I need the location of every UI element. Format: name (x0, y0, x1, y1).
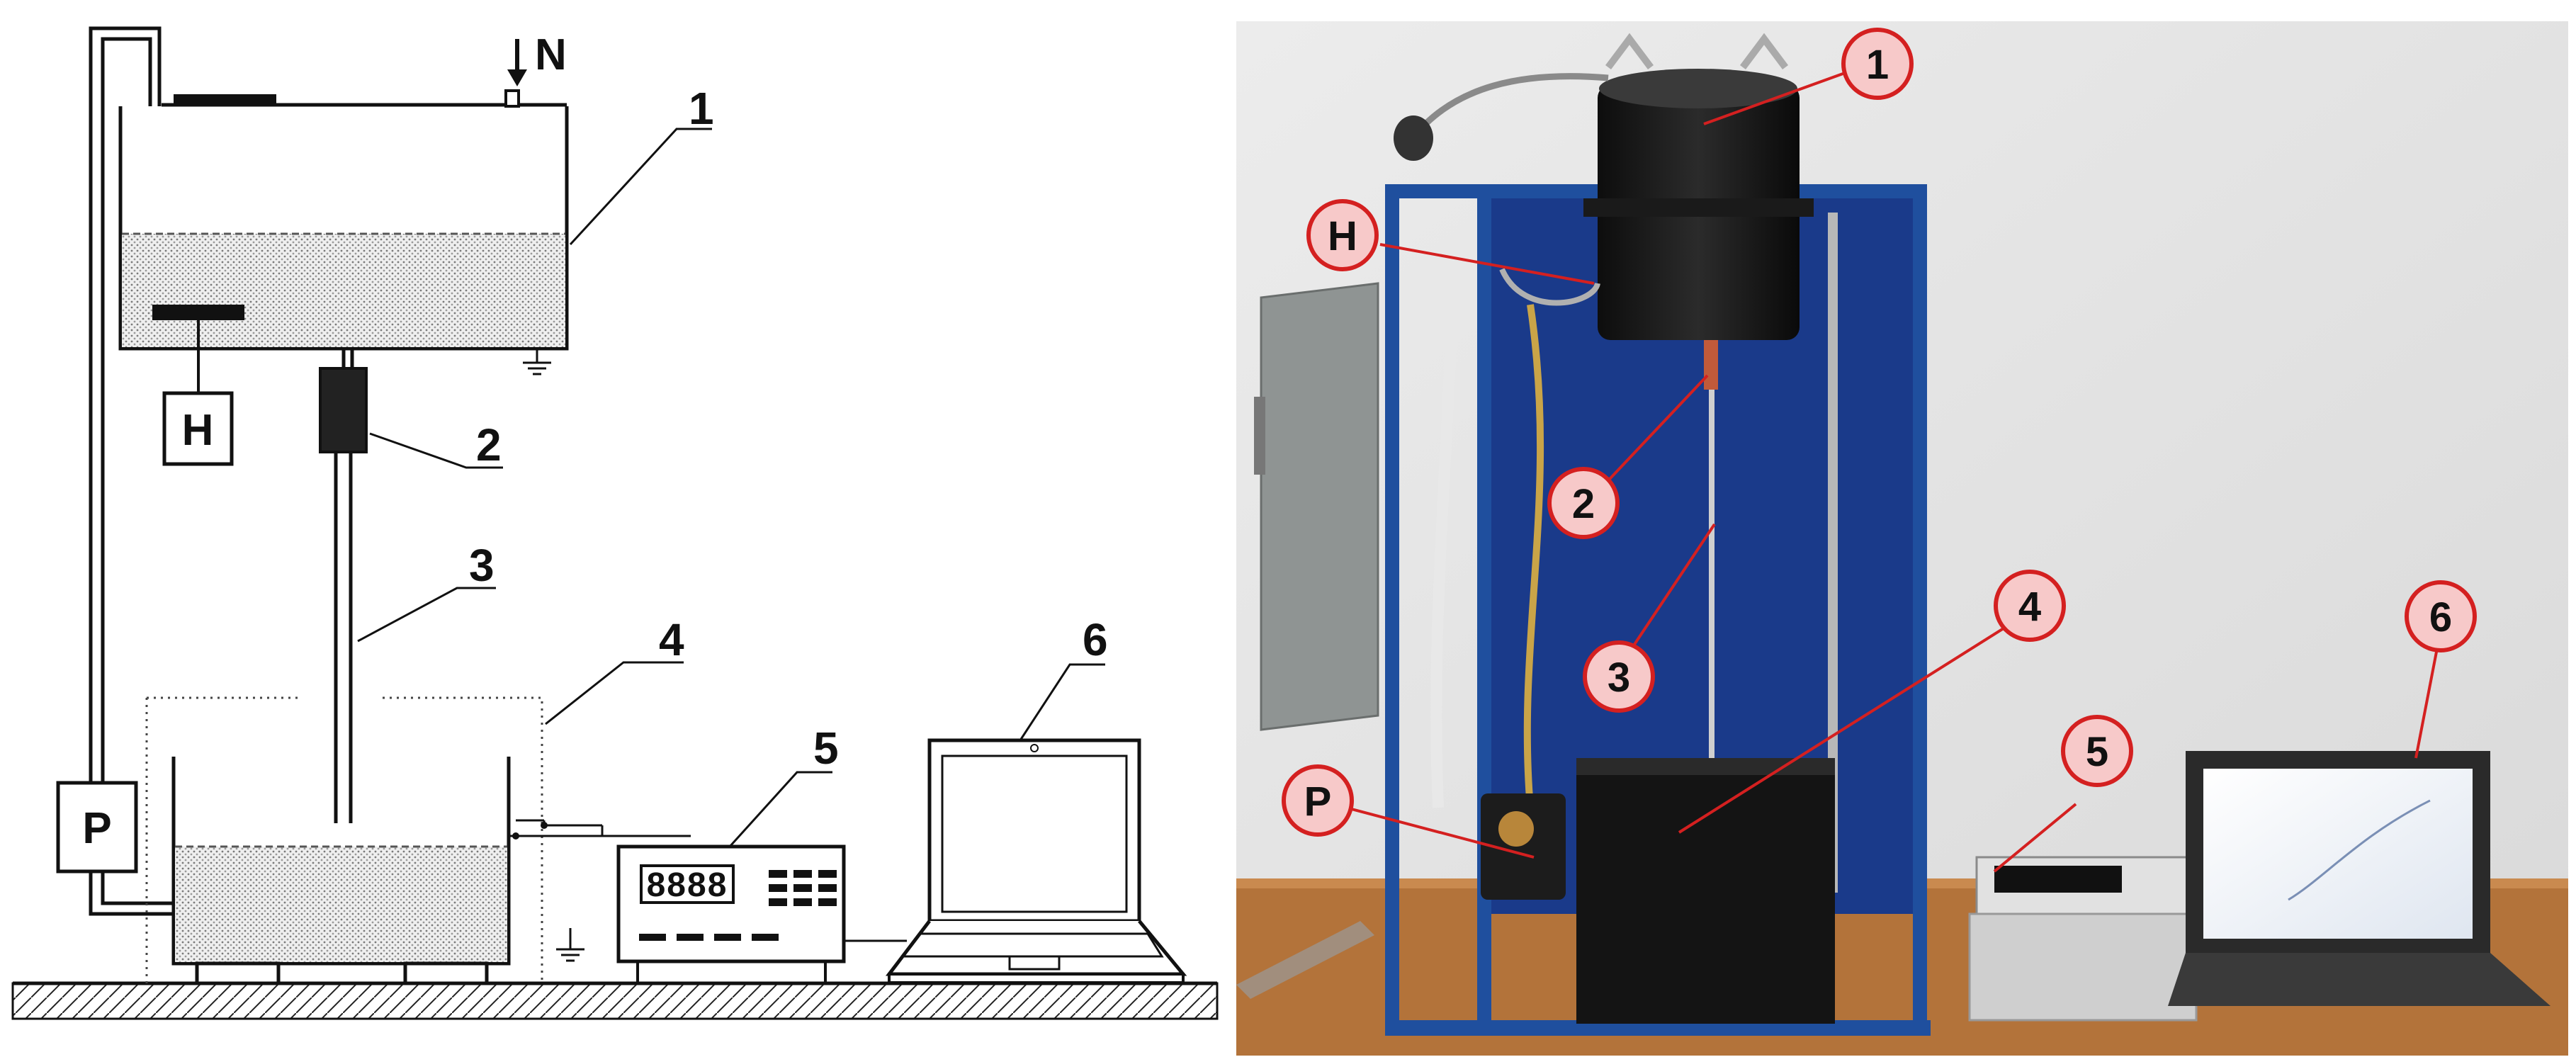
label-1: 1 (689, 83, 714, 134)
photo-laptop-base (2168, 953, 2550, 1006)
ground-symbol-tank (523, 349, 551, 375)
label-3: 3 (469, 540, 495, 591)
callout-h: H (1328, 213, 1357, 259)
callout-p: P (1304, 779, 1332, 825)
bath-foot-right (403, 961, 489, 985)
leader-lines (357, 128, 1105, 848)
capillary-2 (319, 367, 368, 453)
callout-4: 4 (2018, 584, 2041, 630)
meter-display: 8888 (647, 866, 728, 904)
callout-6: 6 (2429, 594, 2452, 640)
meter-display-frame (640, 864, 735, 904)
label-2: 2 (476, 419, 502, 470)
apparatus-photo: 1 H 2 3 4 P 5 6 (1236, 21, 2568, 1056)
bath-foot-left (195, 961, 281, 985)
control-cabinet (1260, 282, 1379, 731)
label-5: 5 (813, 723, 839, 774)
callout-2: 2 (1572, 481, 1595, 527)
schematic-diagram: N H P (11, 26, 1219, 1020)
callout-3: 3 (1608, 655, 1630, 701)
heater-label: H (182, 406, 214, 455)
ground-hatch (11, 982, 1219, 1020)
ground-symbol-bath (556, 928, 584, 962)
tank-1-liquid (122, 234, 565, 347)
label-6: 6 (1083, 614, 1108, 665)
collector-enclosure (145, 696, 543, 985)
tank-1-lid-plate (174, 94, 276, 105)
collector-bath (171, 757, 511, 966)
collector-liquid (175, 847, 507, 962)
collector-box (1576, 758, 1835, 1024)
inlet-n-port (504, 89, 520, 108)
callout-1: 1 (1866, 42, 1889, 88)
laptop-screen (941, 754, 1128, 913)
callout-5: 5 (2086, 729, 2108, 775)
label-4: 4 (659, 614, 684, 665)
callouts: 1 H 2 3 4 P 5 6 (1282, 28, 2477, 837)
heater-element (152, 305, 244, 320)
pump-return-pipe (89, 26, 174, 916)
pump-label: P (82, 804, 111, 853)
heater-box (162, 391, 234, 466)
meter-buttons (639, 870, 837, 941)
inlet-n-label: N (535, 30, 567, 79)
photo-laptop-screen (2203, 769, 2473, 939)
pump-box (56, 781, 138, 874)
